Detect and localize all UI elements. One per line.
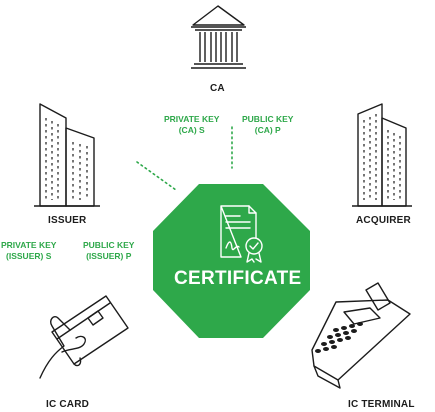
ca-label: CA bbox=[210, 83, 225, 94]
acquirer-label: ACQUIRER bbox=[356, 215, 411, 226]
certificate-document-icon bbox=[220, 205, 263, 263]
office-buildings-icon bbox=[352, 103, 412, 207]
issuer-public-key-line2: (ISSUER) P bbox=[86, 251, 132, 261]
issuer-public-key: PUBLIC KEY (ISSUER) P bbox=[83, 240, 134, 262]
hand-holding-card-icon bbox=[39, 295, 129, 379]
issuer-public-key-line1: PUBLIC KEY bbox=[83, 240, 135, 250]
ic-card-label: IC CARD bbox=[46, 399, 90, 410]
ca-public-key-line2: (CA) P bbox=[254, 125, 281, 135]
connector-issuer bbox=[136, 161, 177, 191]
issuer-label: ISSUER bbox=[48, 215, 87, 226]
issuer-private-key-line1: PRIVATE KEY bbox=[1, 240, 57, 250]
certificate-label: CERTIFICATE bbox=[174, 268, 302, 289]
ca-private-key-line2: (CA) S bbox=[178, 125, 205, 135]
issuer-private-key: PRIVATE KEY (ISSUER) S bbox=[1, 240, 56, 262]
ic-terminal-label: IC TERMINAL bbox=[348, 399, 415, 410]
ca-public-key-line1: PUBLIC KEY bbox=[242, 114, 294, 124]
certificate-octagon bbox=[153, 184, 310, 338]
payment-terminal-icon bbox=[311, 282, 411, 389]
bank-building-icon bbox=[191, 5, 246, 69]
ca-public-key: PUBLIC KEY (CA) P bbox=[242, 114, 293, 136]
ca-private-key-line1: PRIVATE KEY bbox=[164, 114, 220, 124]
issuer-private-key-line2: (ISSUER) S bbox=[6, 251, 52, 261]
ca-private-key: PRIVATE KEY (CA) S bbox=[164, 114, 219, 136]
office-buildings-icon bbox=[34, 103, 100, 207]
